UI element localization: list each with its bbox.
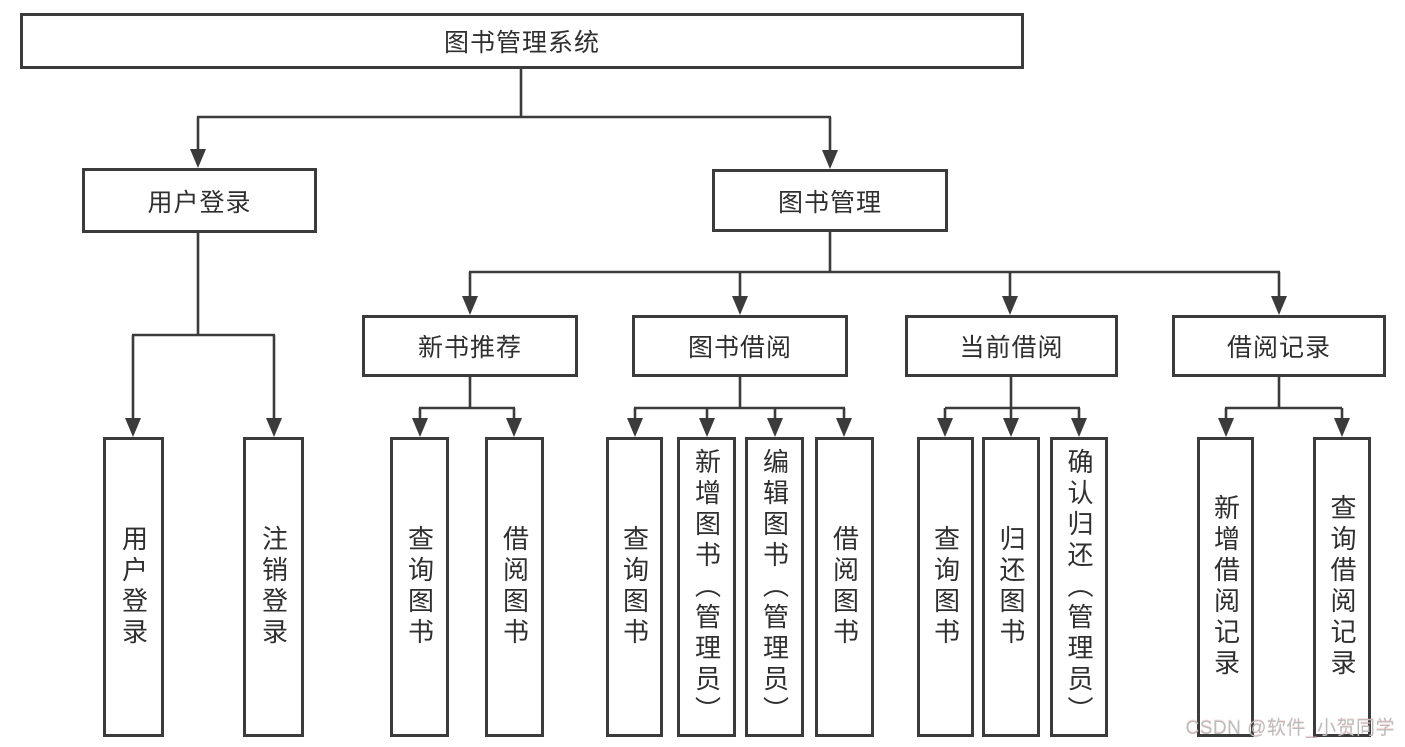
- leaf-borrow-books-2: 借阅图书: [815, 437, 874, 737]
- node-current-borrow-label: 当前借阅: [959, 334, 1064, 362]
- node-user-login: 用户登录: [82, 168, 317, 233]
- watermark: CSDN @软件_小贺同学: [1185, 718, 1395, 739]
- leaf-query-books-2-label: 查询图书: [619, 525, 650, 649]
- arrow-down-icons: [125, 149, 1350, 437]
- node-new-book-recommend-label: 新书推荐: [417, 334, 522, 362]
- leaf-return-book-label: 归还图书: [996, 525, 1026, 649]
- node-user-login-label: 用户登录: [147, 188, 252, 217]
- leaf-borrow-books-1: 借阅图书: [485, 437, 544, 737]
- node-book-borrow-label: 图书借阅: [687, 334, 792, 362]
- leaf-user-login: 用户登录: [103, 437, 164, 737]
- leaf-add-borrow-record: 新增借阅记录: [1197, 437, 1254, 737]
- leaf-confirm-return-admin-label: 确认归还（管理员）: [1064, 447, 1094, 727]
- leaf-query-books-1-label: 查询图书: [404, 525, 435, 649]
- node-current-borrow: 当前借阅: [905, 315, 1118, 377]
- leaf-query-borrow-record: 查询借阅记录: [1313, 437, 1371, 737]
- node-library-system: 图书管理系统: [20, 13, 1024, 69]
- node-book-management-label: 图书管理: [777, 188, 882, 217]
- leaf-query-books-3: 查询图书: [917, 437, 974, 737]
- leaf-add-book-admin: 新增图书（管理员）: [677, 437, 736, 737]
- leaf-query-borrow-record-label: 查询借阅记录: [1327, 494, 1357, 680]
- leaf-edit-book-admin-label: 编辑图书（管理员）: [759, 447, 790, 727]
- leaf-return-book: 归还图书: [982, 437, 1040, 737]
- leaf-query-books-1: 查询图书: [390, 437, 449, 737]
- leaf-add-book-admin-label: 新增图书（管理员）: [691, 447, 722, 727]
- node-borrow-records-label: 借阅记录: [1226, 334, 1331, 362]
- leaf-confirm-return-admin: 确认归还（管理员）: [1050, 437, 1108, 737]
- leaf-logout: 注销登录: [243, 437, 304, 737]
- leaf-add-borrow-record-label: 新增借阅记录: [1210, 494, 1241, 680]
- leaf-query-books-2: 查询图书: [606, 437, 663, 737]
- leaf-logout-label: 注销登录: [258, 525, 289, 649]
- node-book-borrow: 图书借阅: [632, 315, 848, 377]
- node-library-system-label: 图书管理系统: [443, 29, 600, 57]
- leaf-borrow-books-1-label: 借阅图书: [499, 525, 530, 649]
- leaf-edit-book-admin: 编辑图书（管理员）: [745, 437, 804, 737]
- leaf-borrow-books-2-label: 借阅图书: [829, 525, 860, 649]
- node-borrow-records: 借阅记录: [1172, 315, 1386, 377]
- leaf-query-books-3-label: 查询图书: [930, 525, 961, 649]
- node-new-book-recommend: 新书推荐: [362, 315, 578, 377]
- node-book-management: 图书管理: [712, 169, 948, 232]
- leaf-user-login-label: 用户登录: [118, 525, 149, 649]
